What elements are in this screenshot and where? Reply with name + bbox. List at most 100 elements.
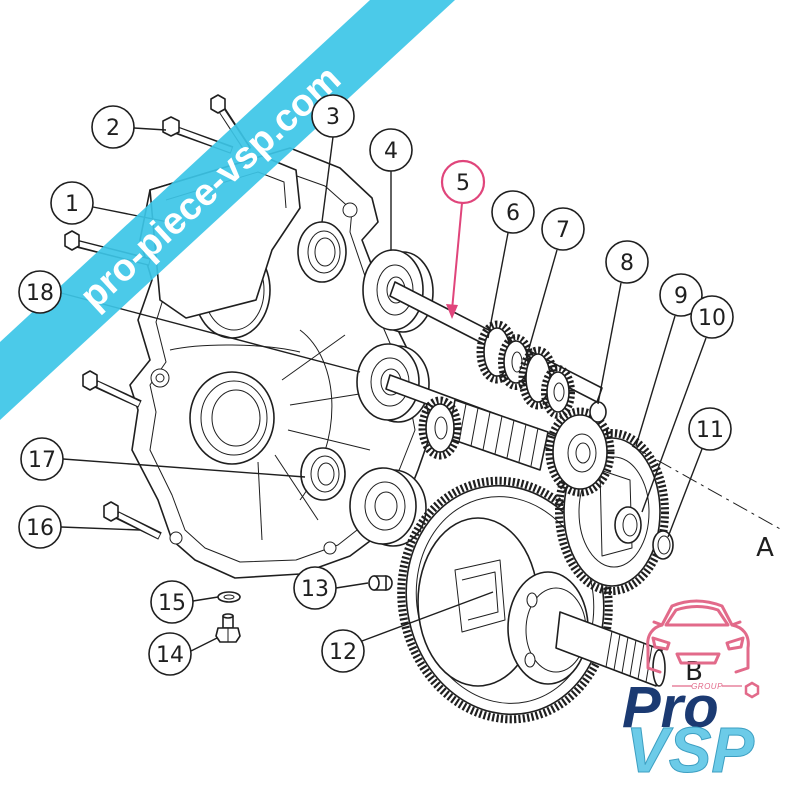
car-icon	[646, 599, 750, 674]
bolt-head	[162, 116, 180, 137]
logo-word-vsp: VSP	[626, 714, 754, 786]
seal-bore	[314, 237, 336, 267]
callout-circle	[369, 128, 413, 172]
housing-bolt-hole	[169, 531, 183, 545]
callout-circle	[321, 629, 365, 673]
bolt-head	[210, 94, 226, 114]
housing-rib	[287, 429, 371, 451]
callout-label: 9	[674, 284, 688, 309]
callout-label: 14	[156, 643, 184, 668]
callout-2: 2	[91, 105, 135, 149]
gear-part-7	[518, 346, 575, 419]
bearing-inner	[364, 481, 406, 531]
differential-pin	[526, 592, 538, 608]
bearing-bore	[374, 491, 398, 521]
gear-hub	[567, 433, 597, 473]
housing-rib	[281, 334, 346, 381]
brand-logo: GROUP Pro VSP	[622, 599, 760, 787]
callout-circle	[148, 632, 192, 676]
ring-gear-differential-part-12	[397, 476, 666, 724]
housing-boss	[150, 368, 170, 388]
leader-13	[335, 582, 369, 589]
callout-label: 15	[158, 591, 186, 616]
thrust-ring	[589, 401, 607, 423]
bolt-shank-fill	[95, 381, 141, 407]
callout-circle-highlight	[440, 159, 486, 205]
seal-lip	[307, 230, 341, 274]
gear-teeth	[545, 407, 615, 497]
callout-label: 12	[329, 640, 357, 665]
washer-inner	[622, 513, 638, 537]
drain-plug-part-14	[215, 613, 241, 643]
callout-4: 4	[369, 128, 413, 172]
callout-label: 18	[26, 281, 54, 306]
output-shaft-end	[652, 649, 666, 687]
callout-label: 6	[506, 201, 520, 226]
differential-pin	[524, 652, 536, 668]
leader-lines	[60, 127, 707, 652]
gear-teeth	[418, 396, 462, 460]
plug-stem-end	[222, 613, 234, 619]
callout-circle	[18, 505, 62, 549]
leader-6	[487, 232, 509, 339]
washer-inner	[223, 594, 235, 600]
leader-9	[635, 315, 676, 447]
splined-section	[447, 399, 549, 471]
callout-label: 16	[26, 516, 54, 541]
bolt-shank-fill	[116, 512, 161, 539]
gear-body	[546, 371, 570, 413]
callout-18: 18	[18, 270, 62, 314]
housing-boss-hole	[155, 373, 165, 383]
leader-3	[321, 136, 334, 223]
car-windshield	[664, 605, 730, 627]
leader-17	[62, 458, 306, 478]
gear-web	[599, 469, 633, 557]
callout-12: 12	[321, 629, 365, 673]
dowel-part-13	[368, 575, 393, 591]
housing-bolt-hole	[323, 541, 337, 555]
differential-window-edge	[461, 571, 499, 621]
leader-14	[190, 637, 218, 652]
callout-circle	[150, 580, 194, 624]
gear-teeth	[555, 429, 669, 595]
spline-line	[629, 639, 637, 677]
leader-7	[523, 249, 558, 367]
callout-9: 9	[659, 273, 703, 317]
leader-8	[597, 282, 622, 405]
output-shaft-splines	[605, 630, 653, 683]
seal-bore	[317, 462, 335, 486]
logo-tag: GROUP	[691, 682, 723, 691]
spline-line	[518, 423, 527, 463]
callout-14: 14	[148, 632, 192, 676]
callout-circle	[690, 295, 734, 339]
bolt-head	[82, 370, 98, 391]
bolt-left-lower	[82, 370, 142, 408]
spline-line	[613, 633, 621, 671]
seal-lip	[310, 455, 340, 493]
callout-circle	[20, 437, 64, 481]
callout-label: 17	[28, 448, 56, 473]
logo-word-pro: Pro	[622, 675, 719, 740]
housing-rib	[274, 454, 319, 521]
callout-label: 8	[620, 251, 634, 276]
gear-part-8	[545, 401, 615, 497]
spline-line	[482, 411, 491, 451]
housing-bolt-hole	[342, 202, 358, 218]
car-body-outline	[646, 599, 750, 674]
spline-line	[494, 415, 503, 455]
gear-input-small	[418, 396, 462, 460]
washer-part-15	[217, 591, 241, 603]
callout-16: 16	[18, 505, 62, 549]
spline-line	[530, 427, 539, 467]
oil-seal-part-3	[297, 221, 347, 283]
lower-bore-outer	[189, 371, 275, 465]
bolt-head	[103, 501, 119, 522]
leader-12	[361, 591, 494, 642]
callout-label: 2	[106, 116, 120, 141]
callout-15: 15	[150, 580, 194, 624]
logo-hexagon-icon	[744, 681, 760, 699]
leader-15	[192, 596, 219, 602]
differential-window	[454, 559, 506, 633]
callout-circle	[18, 270, 62, 314]
bolt-head	[64, 230, 80, 251]
